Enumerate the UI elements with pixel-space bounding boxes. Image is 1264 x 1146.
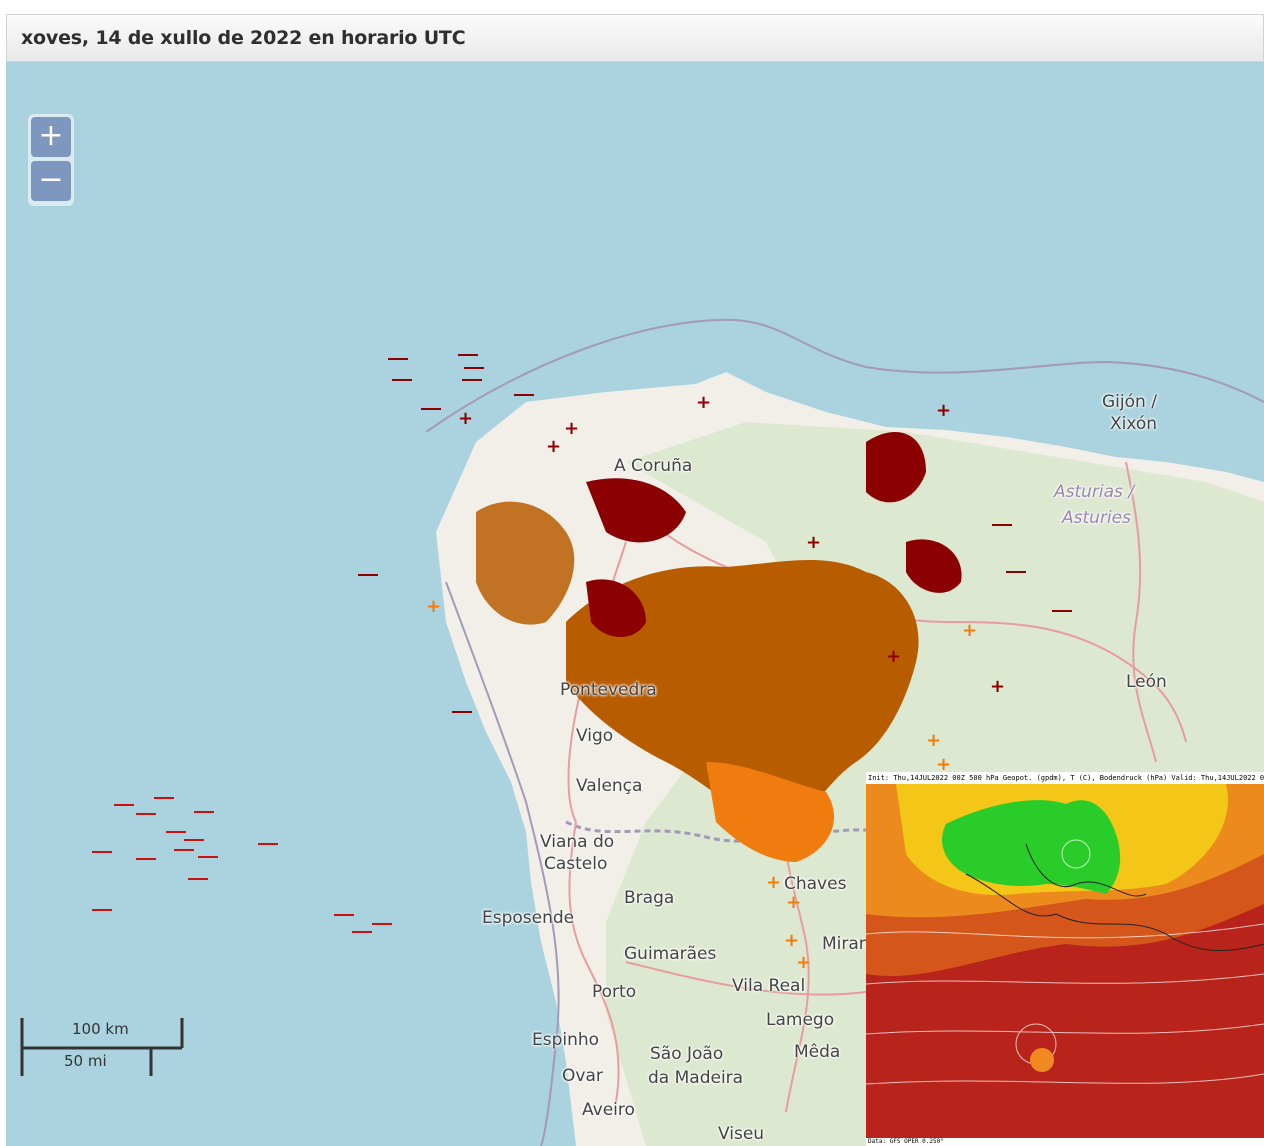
zoom-control: + − — [28, 114, 74, 206]
strike-cluster-dark-ne — [866, 432, 926, 503]
scale-lines — [20, 1018, 184, 1076]
place-porto: Porto — [592, 982, 637, 1002]
place-espinho: Espinho — [532, 1030, 600, 1050]
scale-bar: 100 km 50 mi — [20, 1014, 190, 1084]
svg-text:+: + — [766, 872, 781, 893]
inset-footer: Data: GFS OPER 0.250° — [866, 1138, 1264, 1146]
svg-text:+: + — [458, 408, 473, 429]
place-meda: Mêda — [794, 1042, 841, 1062]
place-saojoao-2: da Madeira — [648, 1068, 744, 1088]
strike-cluster-dark-n — [586, 478, 686, 543]
strike-cluster-dark-e — [906, 539, 962, 593]
svg-text:+: + — [426, 596, 441, 617]
place-lamego: Lamego — [766, 1010, 835, 1030]
place-viana-2: Castelo — [544, 854, 608, 874]
svg-text:+: + — [546, 436, 561, 457]
zoom-in-button[interactable]: + — [31, 117, 71, 157]
place-xixon: Xixón — [1110, 414, 1158, 434]
region-asturies: Asturies — [1062, 508, 1131, 528]
place-gijon: Gijón / — [1102, 392, 1157, 412]
place-viana-1: Viana do — [540, 832, 615, 852]
page-title: xoves, 14 de xullo de 2022 en horario UT… — [21, 27, 466, 49]
place-ovar: Ovar — [562, 1066, 603, 1086]
place-leon: León — [1126, 672, 1167, 692]
place-aveiro: Aveiro — [582, 1100, 635, 1120]
svg-text:+: + — [784, 930, 799, 951]
place-chaves: Chaves — [784, 874, 847, 894]
strike-cluster-dark-mid — [586, 579, 646, 637]
inset-header: Init: Thu,14JUL2022 00Z 500 hPa Geopot. … — [866, 772, 1264, 784]
svg-text:+: + — [936, 754, 951, 775]
place-vilareal: Vila Real — [732, 976, 806, 996]
svg-text:+: + — [990, 676, 1005, 697]
scale-km-label: 100 km — [72, 1020, 129, 1038]
strike-cluster-south — [706, 762, 835, 862]
place-valenca: Valença — [576, 776, 643, 796]
title-bar: xoves, 14 de xullo de 2022 en horario UT… — [6, 14, 1264, 62]
place-miranda: Miran — [822, 934, 870, 954]
lightning-strikes: ++++ ++++ ++++ ++++ — [92, 354, 1072, 973]
strike-dashes-coast — [358, 354, 1072, 713]
svg-text:+: + — [936, 400, 951, 421]
maritime-boundary-west — [445, 581, 560, 1146]
place-esposende: Esposende — [482, 908, 575, 928]
scale-mi-label: 50 mi — [64, 1052, 107, 1070]
place-acoruna: A Coruña — [614, 456, 693, 476]
svg-text:+: + — [962, 620, 977, 641]
weather-model-inset: Init: Thu,14JUL2022 00Z 500 hPa Geopot. … — [866, 772, 1264, 1146]
strike-plus-orange: ++++ ++++ — [426, 596, 977, 973]
svg-text:+: + — [796, 952, 811, 973]
svg-text:+: + — [786, 892, 801, 913]
svg-text:+: + — [696, 392, 711, 413]
strike-dashes-offshore — [92, 797, 392, 933]
svg-text:+: + — [564, 418, 579, 439]
svg-text:+: + — [806, 532, 821, 553]
zoom-out-button[interactable]: − — [31, 161, 71, 201]
strike-cluster-main — [566, 560, 919, 832]
svg-text:+: + — [886, 646, 901, 667]
place-guimaraes: Guimarães — [624, 944, 717, 964]
place-pontevedra: Pontevedra — [560, 680, 657, 700]
place-braga: Braga — [624, 888, 675, 908]
maritime-boundary — [425, 318, 1264, 433]
place-vigo: Vigo — [576, 726, 614, 746]
strike-plus-marks: ++++ ++++ — [458, 392, 1005, 697]
place-saojoao-1: São João — [650, 1044, 724, 1064]
strike-cluster-west — [476, 501, 575, 625]
inset-green-trough — [942, 800, 1121, 894]
inset-map — [866, 784, 1264, 1138]
svg-text:+: + — [926, 730, 941, 751]
place-viseu: Viseu — [718, 1124, 765, 1144]
region-asturias: Asturias / — [1054, 482, 1135, 502]
